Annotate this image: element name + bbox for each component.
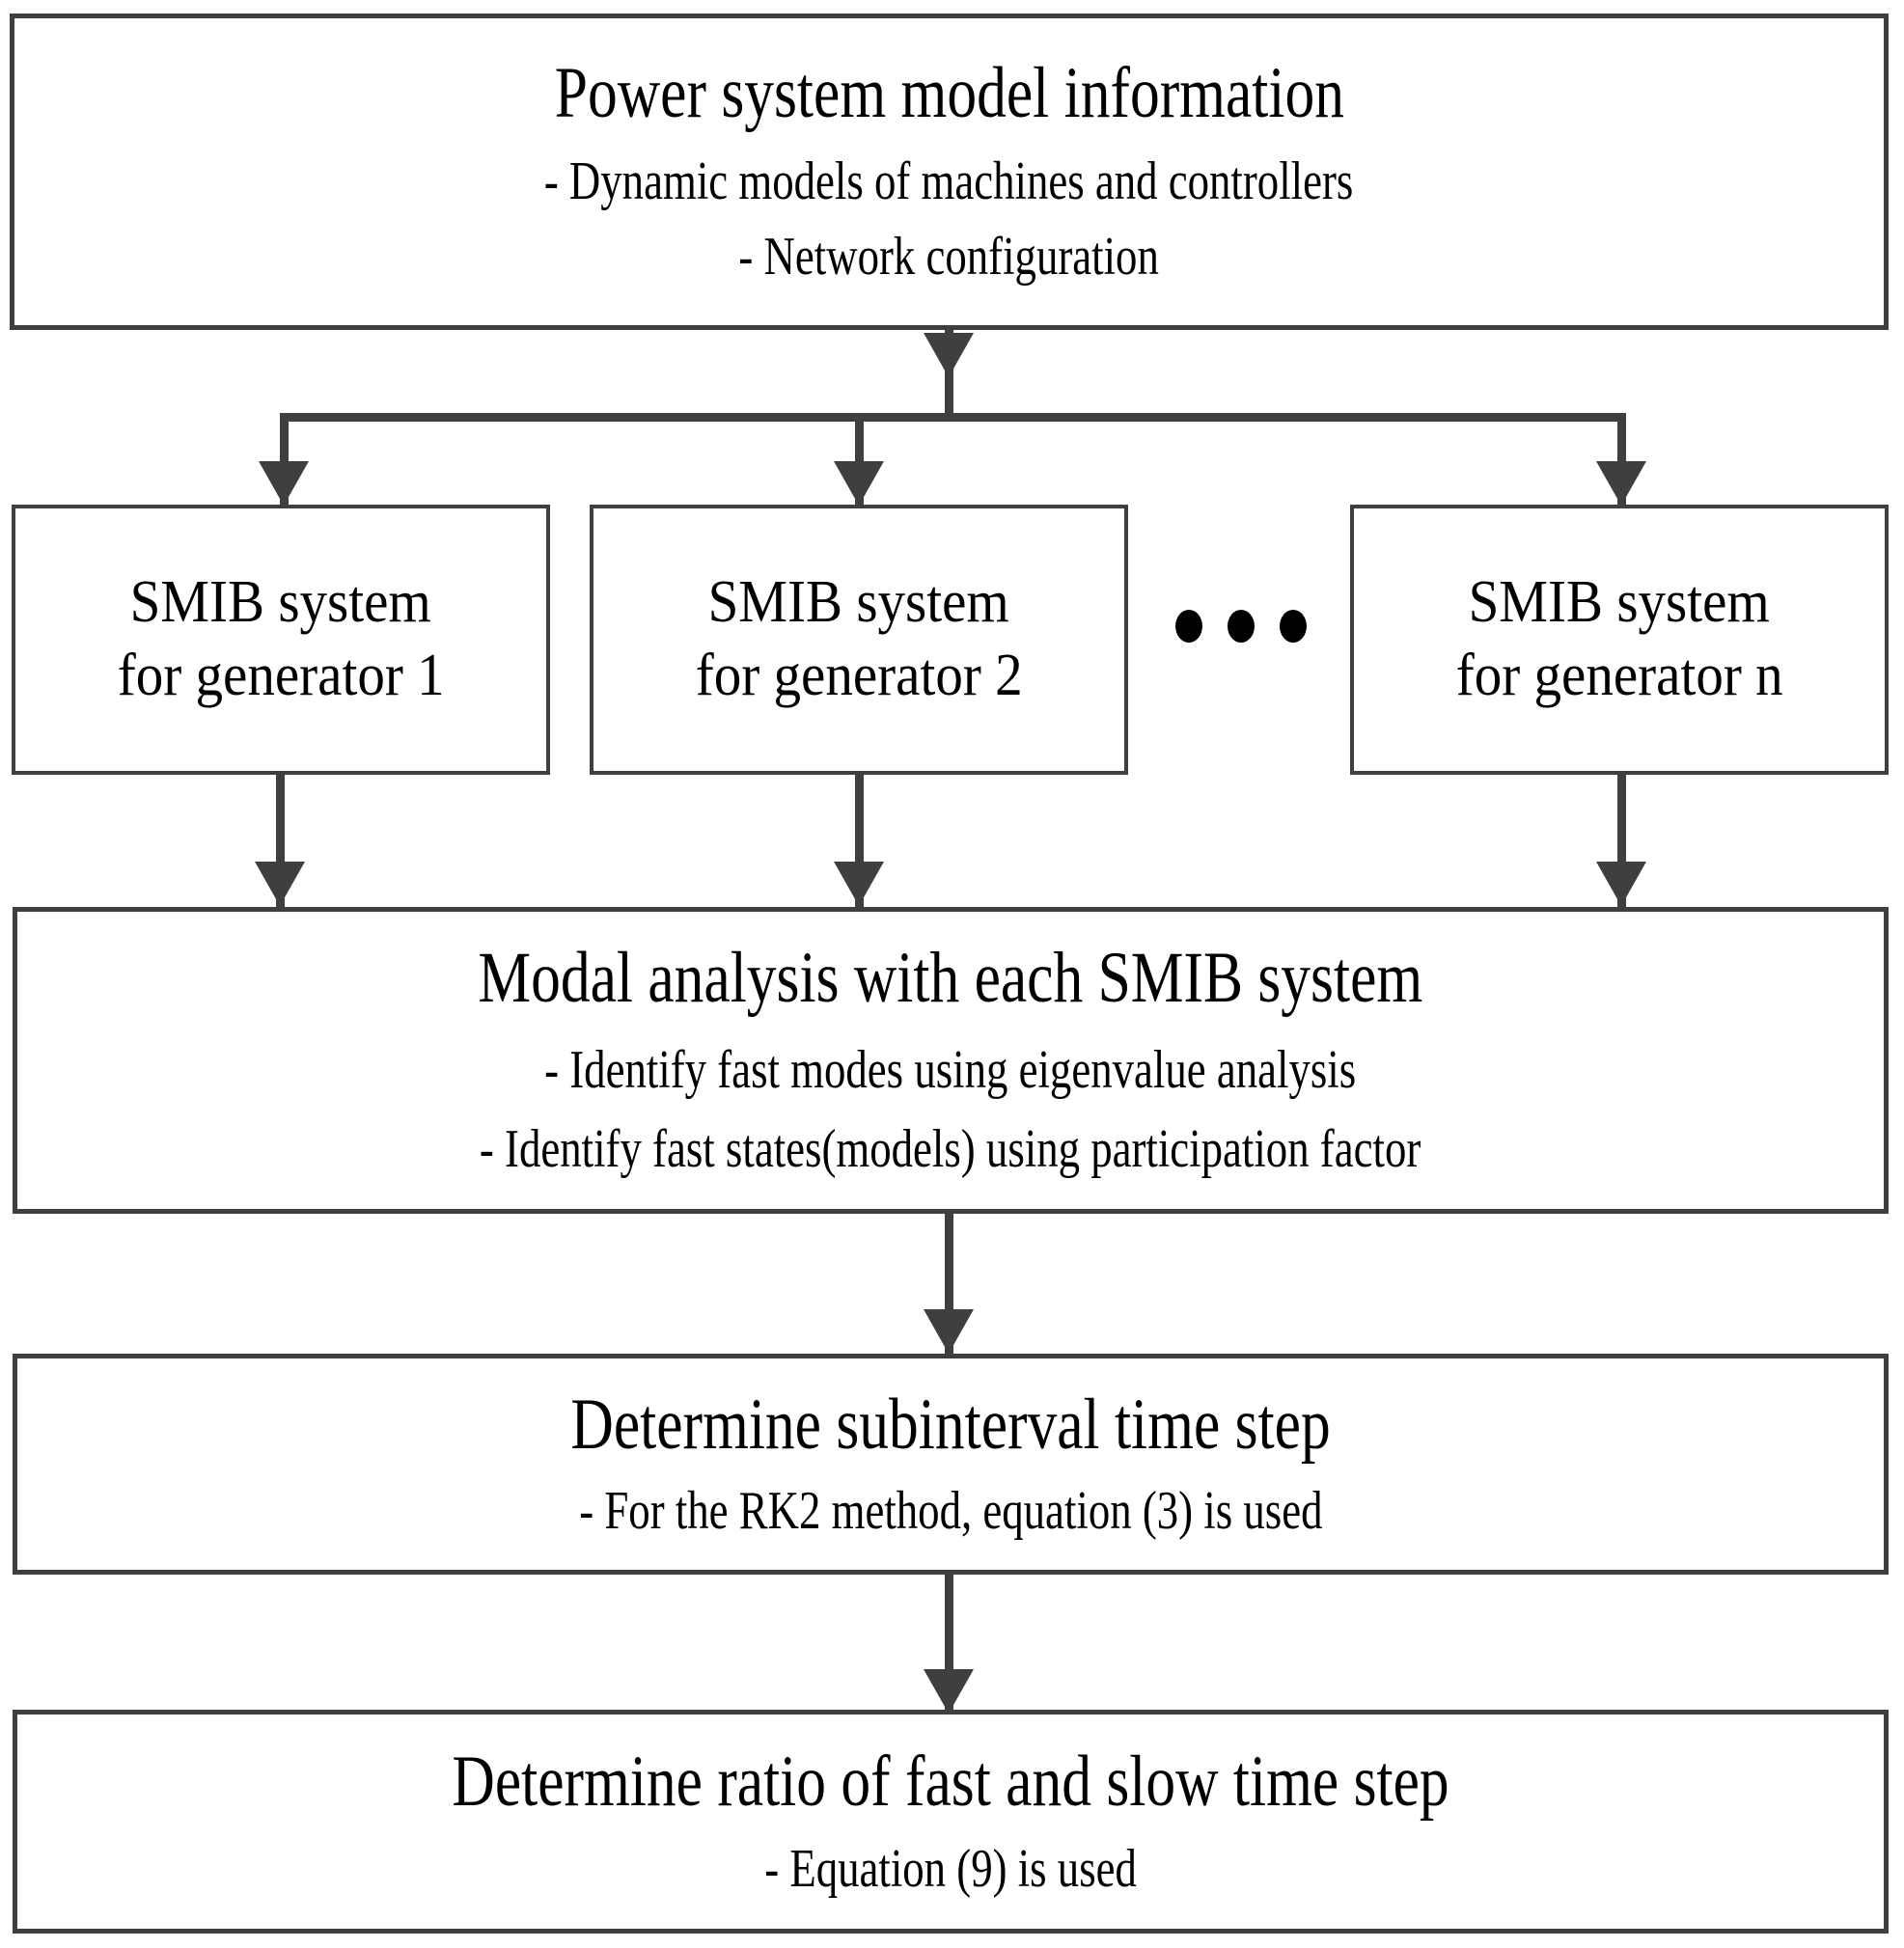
node-smib-2-line-1: SMIB system: [707, 569, 1010, 636]
ellipsis-dot-2: [1228, 610, 1255, 643]
connector-smib-n-to-modal: [1617, 775, 1626, 907]
node-smib-n-line-2: for generator n: [1455, 643, 1783, 708]
node-input-bullets: - Dynamic models of machines and control…: [443, 131, 1454, 288]
arrowhead-bus-to-smib-n-icon: [1596, 461, 1646, 506]
arrowhead-bus-to-smib-2-icon: [834, 461, 884, 506]
node-determine-subinterval-time-step[interactable]: Determine subinterval time step - For th…: [13, 1354, 1889, 1575]
node-modal-bullet-2: - Identify fast states(models) using par…: [480, 1119, 1421, 1180]
connector-bus-to-smib-2: [855, 413, 864, 505]
connector-smib-1-to-modal: [276, 775, 285, 907]
arrowhead-bus-to-smib-1-icon: [259, 461, 309, 506]
node-smib-1-line-1: SMIB system: [129, 569, 432, 636]
node-modal-title: Modal analysis with each SMIB system: [478, 938, 1423, 1019]
ellipsis-dot-3: [1280, 610, 1307, 643]
node-modal-bullets: - Identify fast modes using eigenvalue a…: [362, 1016, 1538, 1180]
node-subinterval-bullets: - For the RK2 method, equation (3) is us…: [486, 1463, 1416, 1540]
connector-modal-to-subinterval: [945, 1214, 953, 1354]
node-ratio-title: Determine ratio of fast and slow time st…: [452, 1741, 1449, 1822]
node-input-bullet-1: - Dynamic models of machines and control…: [544, 151, 1354, 211]
arrowhead-smib-2-to-modal-icon: [834, 862, 884, 906]
node-ratio-bullets: - Equation (9) is used: [718, 1819, 1183, 1900]
node-smib-generator-2[interactable]: SMIB system for generator 2: [590, 505, 1128, 775]
node-subinterval-bullet-1: - For the RK2 method, equation (3) is us…: [578, 1480, 1323, 1541]
node-modal-bullet-1: - Identify fast modes using eigenvalue a…: [544, 1039, 1357, 1100]
arrowhead-input-to-bus-icon: [924, 333, 974, 377]
node-ratio-bullet-1: - Equation (9) is used: [764, 1839, 1137, 1900]
node-input-bullet-2: - Network configuration: [738, 227, 1160, 288]
connector-subinterval-to-ratio: [945, 1575, 953, 1713]
node-smib-n-line-1: SMIB system: [1468, 569, 1771, 636]
node-smib-1-line-2: for generator 1: [117, 643, 445, 708]
connector-bus-to-smib-n: [1617, 413, 1626, 505]
ellipsis-indicator: [1175, 610, 1307, 643]
node-power-system-model-information[interactable]: Power system model information - Dynamic…: [10, 14, 1889, 330]
ellipsis-dot-1: [1175, 610, 1202, 643]
connector-distribution-bus: [280, 413, 1626, 422]
node-smib-generator-1[interactable]: SMIB system for generator 1: [12, 505, 550, 775]
arrowhead-smib-n-to-modal-icon: [1596, 862, 1646, 906]
arrowhead-smib-1-to-modal-icon: [255, 862, 305, 906]
arrowhead-modal-to-subinterval-icon: [924, 1309, 974, 1354]
node-smib-generator-n[interactable]: SMIB system for generator n: [1350, 505, 1889, 775]
node-modal-analysis[interactable]: Modal analysis with each SMIB system - I…: [13, 907, 1889, 1214]
node-determine-ratio-fast-slow-time-step[interactable]: Determine ratio of fast and slow time st…: [13, 1710, 1889, 1934]
node-subinterval-title: Determine subinterval time step: [570, 1385, 1331, 1466]
connector-bus-to-smib-1: [280, 413, 289, 505]
arrowhead-subinterval-to-ratio-icon: [924, 1669, 974, 1714]
node-input-title: Power system model information: [554, 53, 1344, 134]
node-smib-2-line-2: for generator 2: [695, 643, 1023, 708]
connector-smib-2-to-modal: [855, 775, 864, 907]
